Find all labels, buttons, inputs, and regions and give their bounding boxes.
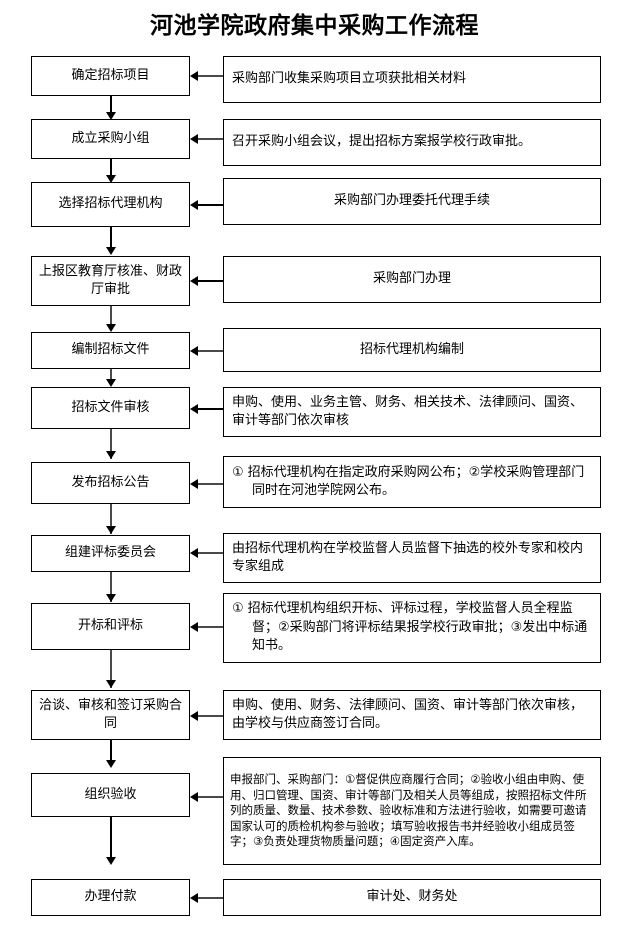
flow-arrow-6-7 [106,451,116,459]
connector-line-step-4 [196,280,223,282]
connector-line-step-5 [196,350,223,352]
note-box-step-4[interactable]: 采购部门办理 [223,256,601,303]
marker-circled-one: ① [232,601,244,617]
flow-arrow-11-12 [106,857,116,865]
stage-label: 选择招标代理机构 [58,196,163,212]
flow-line-1-2 [110,96,112,118]
connector-arrow-step-4 [190,276,198,286]
note-text: 申购、使用、业务主管、财务、相关技术、法律顾问、国资、审计等部门依次审核 [232,394,584,428]
flow-line-11-12 [110,817,112,863]
stage-box-step-3[interactable]: 选择招标代理机构 [31,182,190,227]
connector-arrow-step-6 [190,404,198,414]
note-box-step-8[interactable]: 由招标代理机构在学校监督人员监督下抽选的校外专家和校内专家组成 [223,533,601,583]
stage-box-step-6[interactable]: 招标文件审核 [31,387,190,429]
flow-line-9-10 [110,650,112,688]
note-box-step-2[interactable]: 召开采购小组会议，提出招标方案报学校行政审批。 [223,119,601,166]
stage-label: 招标文件审核 [71,399,150,415]
connector-arrow-step-11 [190,792,198,802]
page-title: 河池学院政府集中采购工作流程 [150,12,479,39]
flow-line-3-4 [110,227,112,253]
stage-label: 编制招标文件 [71,342,150,358]
flow-line-7-8 [110,504,112,534]
connector-line-step-10 [196,715,223,717]
connector-arrow-step-9 [190,622,198,632]
note-box-step-1[interactable]: 采购部门收集采购项目立项获批相关材料 [223,56,601,103]
connector-line-step-7 [196,483,223,485]
connector-arrow-step-1 [190,71,198,81]
stage-box-step-9[interactable]: 开标和评标 [31,603,190,650]
flow-line-6-7 [110,429,112,459]
connector-arrow-step-5 [190,346,198,356]
note-box-step-11[interactable]: 申报部门、采购部门：①督促供应商履行合同；②验收小组由申购、使用、归口管理、国资… [223,757,601,865]
note-text: 由招标代理机构在学校监督人员监督下抽选的校外专家和校内专家组成 [232,540,584,574]
note-text: 采购部门收集采购项目立项获批相关材料 [232,71,467,87]
connector-arrow-step-8 [190,548,198,558]
stage-label: 洽谈、审核和签订采购合同 [38,697,182,731]
note-box-step-5[interactable]: 招标代理机构编制 [223,328,601,372]
stage-label: 确定招标项目 [71,67,150,83]
flow-line-8-9 [110,572,112,602]
note-box-step-12[interactable]: 审计处、财务处 [223,879,601,916]
connector-line-step-2 [196,138,223,140]
flow-arrow-1-2 [106,112,116,120]
note-text: 招标代理机构组织开标、评标过程，学校监督人员全程监督；②采购部门将评标结果报学校… [247,601,588,654]
note-text: 申报部门、采购部门：①督促供应商履行合同；②验收小组由申购、使用、归口管理、国资… [230,771,587,849]
note-text: 审计处、财务处 [366,889,458,905]
stage-label: 发布招标公告 [71,474,150,490]
connector-line-step-12 [196,897,223,899]
flow-arrow-8-9 [106,594,116,602]
stage-box-step-12[interactable]: 办理付款 [31,879,190,916]
flow-arrow-3-4 [106,247,116,255]
connector-arrow-step-7 [190,479,198,489]
stage-label: 上报区教育厅核准、财政厅审批 [38,263,182,297]
flow-line-2-3 [110,159,112,181]
stage-box-step-2[interactable]: 成立采购小组 [31,119,190,159]
connector-arrow-step-3 [190,200,198,210]
flow-arrow-4-5 [106,324,116,332]
note-text: 采购部门办理委托代理手续 [333,193,490,209]
connector-arrow-step-10 [190,711,198,721]
stage-box-step-7[interactable]: 发布招标公告 [31,462,190,504]
stage-box-step-10[interactable]: 洽谈、审核和签订采购合同 [31,690,190,740]
stage-box-step-1[interactable]: 确定招标项目 [31,56,190,96]
flow-arrow-9-10 [106,680,116,688]
note-box-step-3[interactable]: 采购部门办理委托代理手续 [223,178,601,225]
note-text: 招标代理机构在指定政府采购网公布；②学校采购管理部门同时在河池学院网公布。 [247,464,585,498]
stage-label: 组织验收 [84,786,137,802]
note-text: 召开采购小组会议，提出招标方案报学校行政审批。 [232,134,532,150]
connector-arrow-step-12 [190,893,198,903]
note-text: 申购、使用、财务、法律顾问、国资、审计等部门依次审核，由学校与供应商签订合同。 [232,697,584,731]
stage-box-step-11[interactable]: 组织验收 [31,773,190,817]
note-box-step-6[interactable]: 申购、使用、业务主管、财务、相关技术、法律顾问、国资、审计等部门依次审核 [223,387,601,437]
connector-line-step-6 [196,408,223,410]
stage-label: 成立采购小组 [71,130,150,146]
connector-line-step-8 [196,552,223,554]
stage-box-step-5[interactable]: 编制招标文件 [31,332,190,369]
note-box-step-10[interactable]: 申购、使用、财务、法律顾问、国资、审计等部门依次审核，由学校与供应商签订合同。 [223,690,601,740]
stage-box-step-8[interactable]: 组建评标委员会 [31,535,190,572]
connector-line-step-11 [196,796,223,798]
flow-line-5-6 [110,369,112,385]
flow-arrow-5-6 [106,379,116,387]
connector-line-step-9 [196,626,223,628]
stage-label: 组建评标委员会 [64,545,156,561]
connector-arrow-step-2 [190,134,198,144]
flow-line-10-11 [110,740,112,766]
flow-line-4-5 [110,306,112,330]
connector-line-step-1 [196,75,223,77]
note-text: 采购部门办理 [372,271,451,287]
note-text: 招标代理机构编制 [359,341,464,357]
marker-circled-one: ① [232,464,244,480]
stage-label: 开标和评标 [77,618,143,634]
connector-line-step-3 [196,204,223,206]
stage-label: 办理付款 [84,889,137,905]
flow-arrow-2-3 [106,175,116,183]
stage-box-step-4[interactable]: 上报区教育厅核准、财政厅审批 [31,256,190,306]
flow-arrow-10-11 [106,760,116,768]
flow-arrow-7-8 [106,526,116,534]
